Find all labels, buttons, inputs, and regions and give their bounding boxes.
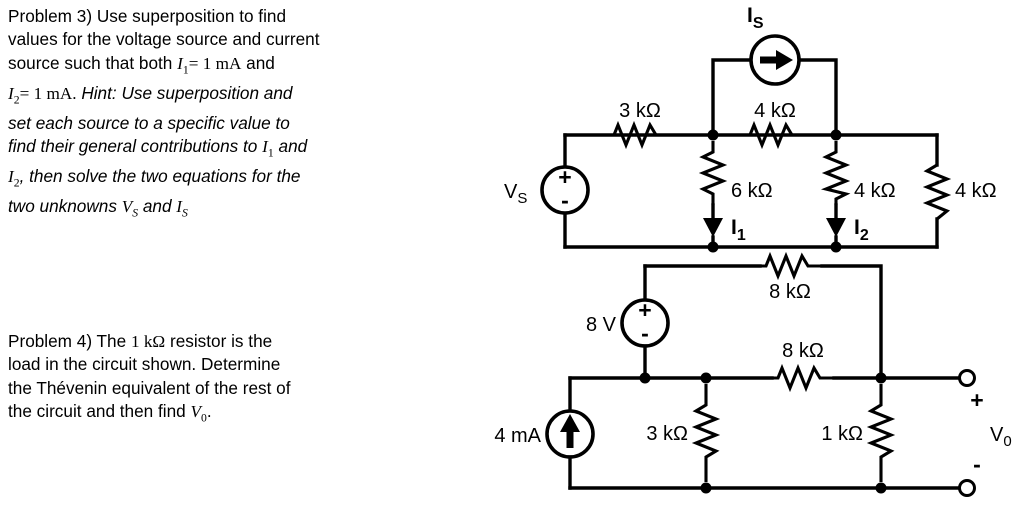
resistor-3k-symbol [608, 120, 672, 150]
problem-3-line-8: two unknowns VS and IS [8, 195, 418, 225]
problem-3-line-2: values for the voltage source and curren… [8, 28, 418, 51]
symbol-I1-hint: I1 [262, 136, 274, 160]
current-source-4ma-label: 4 mA [494, 425, 541, 447]
resistor-6k-symbol [698, 141, 728, 205]
resistor-8k-top-label: 8 kΩ [769, 281, 811, 303]
hint-line-4: , then solve the two equations for the [19, 165, 301, 186]
current-arrow-i1 [703, 218, 723, 237]
resistor-3k-label: 3 kΩ [619, 100, 661, 122]
resistor-4k-right-label: 4 kΩ [955, 180, 997, 202]
symbol-I2: I2 [8, 83, 20, 107]
wire-is-right [796, 58, 838, 137]
node-dot-top-1 [707, 129, 719, 141]
eq-1mA-second: = 1 mA. [19, 83, 77, 103]
is-label: IS [747, 4, 764, 32]
i2-label: I2 [854, 216, 869, 244]
resistor-1k-label: 1 kΩ [821, 423, 863, 445]
vs-minus-sign: - [561, 187, 569, 213]
problem-4-line4-text: the circuit and then find [8, 401, 186, 422]
node-dot-1k-top [875, 372, 887, 384]
output-terminal-positive [958, 369, 976, 387]
output-terminal-negative [958, 479, 976, 497]
symbol-Vs-hint: VS [121, 196, 139, 220]
voltage-source-8v-label: 8 V [586, 314, 617, 336]
symbol-V0: V0 [190, 402, 207, 425]
problem-3-line-6: find their general contributions to I1 a… [8, 135, 418, 165]
resistor-3k-symbol-bottom [691, 384, 721, 482]
symbol-I2-hint: I2 [8, 166, 20, 190]
resistor-8k-top-symbol [760, 251, 822, 281]
resistor-1k-symbol [866, 384, 896, 482]
problem-4-period: . [206, 401, 212, 422]
resistor-4k-bridge-label: 4 kΩ [754, 100, 796, 122]
symbol-Is-hint: IS [176, 196, 188, 220]
problem-3-line1-text: Use superposition to find [96, 6, 287, 26]
node-dot-8v-bottom [639, 372, 651, 384]
output-voltage-label: V0 [990, 424, 1012, 450]
resistor-3k-label-bottom: 3 kΩ [646, 423, 688, 445]
current-arrow-i2 [826, 218, 846, 237]
problem-3-line2-text: values for the voltage source and curren… [8, 29, 320, 50]
problem-4-line3-text: the Thévenin equivalent of the rest of [8, 377, 291, 398]
problem-4-line1a: The [96, 331, 127, 351]
symbol-I1: I1 [177, 53, 189, 77]
problem-3-label: Problem 3) [8, 6, 93, 26]
node-dot-3k-top [700, 372, 712, 384]
problem-3-line-5: set each source to a specific value to [8, 112, 418, 135]
problem-3-line-1: Problem 3) Use superposition to find [8, 5, 418, 28]
vs-plus-sign: + [558, 164, 571, 190]
resistor-4k-bridge-symbol [744, 120, 806, 150]
i1-label: I1 [731, 216, 746, 244]
problem-3-line-4: I2= 1 mA. Hint: Use superposition and [8, 82, 418, 112]
problem-4-line-3: the Thévenin equivalent of the rest of [8, 377, 418, 400]
node-dot-3k-bottom [700, 482, 712, 494]
node-dot-top-2 [830, 129, 842, 141]
resistor-4k-right-symbol [922, 163, 952, 221]
v8-minus-sign: - [641, 320, 649, 346]
hint-line-3: find their general contributions to [8, 135, 258, 156]
wire-is-left [711, 58, 754, 137]
resistor-4k-mid-symbol [820, 141, 851, 205]
hint-line-2: set each source to a specific value to [8, 112, 290, 133]
hint-keyword: Hint: [81, 82, 117, 103]
resistor-4k-mid-label: 4 kΩ [854, 180, 896, 202]
problem-4-line1b: resistor is the [169, 331, 273, 351]
problem-3-line3-text: source such that both [8, 52, 173, 73]
problem-4-line2-text: load in the circuit shown. Determine [8, 354, 281, 375]
hint-line-5: two unknowns [8, 195, 117, 216]
node-dot-1k-bottom [875, 482, 887, 494]
resistor-6k-label: 6 kΩ [731, 180, 773, 202]
problem-4-text: Problem 4) The 1 kΩ resistor is the load… [8, 330, 418, 430]
hint-and-2: and [142, 195, 172, 216]
value-1-kohm: 1 kΩ [130, 332, 166, 351]
problem-4-line-4: the circuit and then find V0. [8, 400, 418, 430]
problem-3-line-7: I2, then solve the two equations for the [8, 165, 418, 195]
problem-3-text: Problem 3) Use superposition to find val… [8, 5, 418, 224]
eq-1mA-first: = 1 mA [188, 53, 242, 73]
problem-4-line-1: Problem 4) The 1 kΩ resistor is the [8, 330, 418, 353]
ima-arrow-head [560, 414, 580, 432]
hint-line-1: Use superposition and [121, 82, 293, 103]
voltage-source-vs [540, 165, 590, 215]
problem-3-and: and [246, 52, 275, 73]
vs-label: VS [504, 181, 527, 207]
problem-3-circuit: + - VS 3 kΩ 4 kΩ IS [504, 4, 997, 253]
resistor-8k-mid-label: 8 kΩ [782, 340, 824, 362]
hint-and: and [278, 135, 308, 156]
problem-3-line-3: source such that both I1= 1 mA and [8, 52, 418, 82]
wire-8k-top-right [820, 264, 883, 380]
v8-plus-sign: + [638, 297, 651, 323]
problem-4-line-2: load in the circuit shown. Determine [8, 353, 418, 376]
output-plus-sign: + [970, 387, 983, 413]
output-minus-sign: - [973, 451, 981, 477]
problem-4-circuit: 8 kΩ + - 8 V 8 kΩ 4 [494, 251, 1012, 497]
is-arrow-head [776, 50, 793, 70]
problem-4-label: Problem 4) [8, 331, 93, 351]
resistor-8k-mid-symbol [772, 363, 834, 393]
